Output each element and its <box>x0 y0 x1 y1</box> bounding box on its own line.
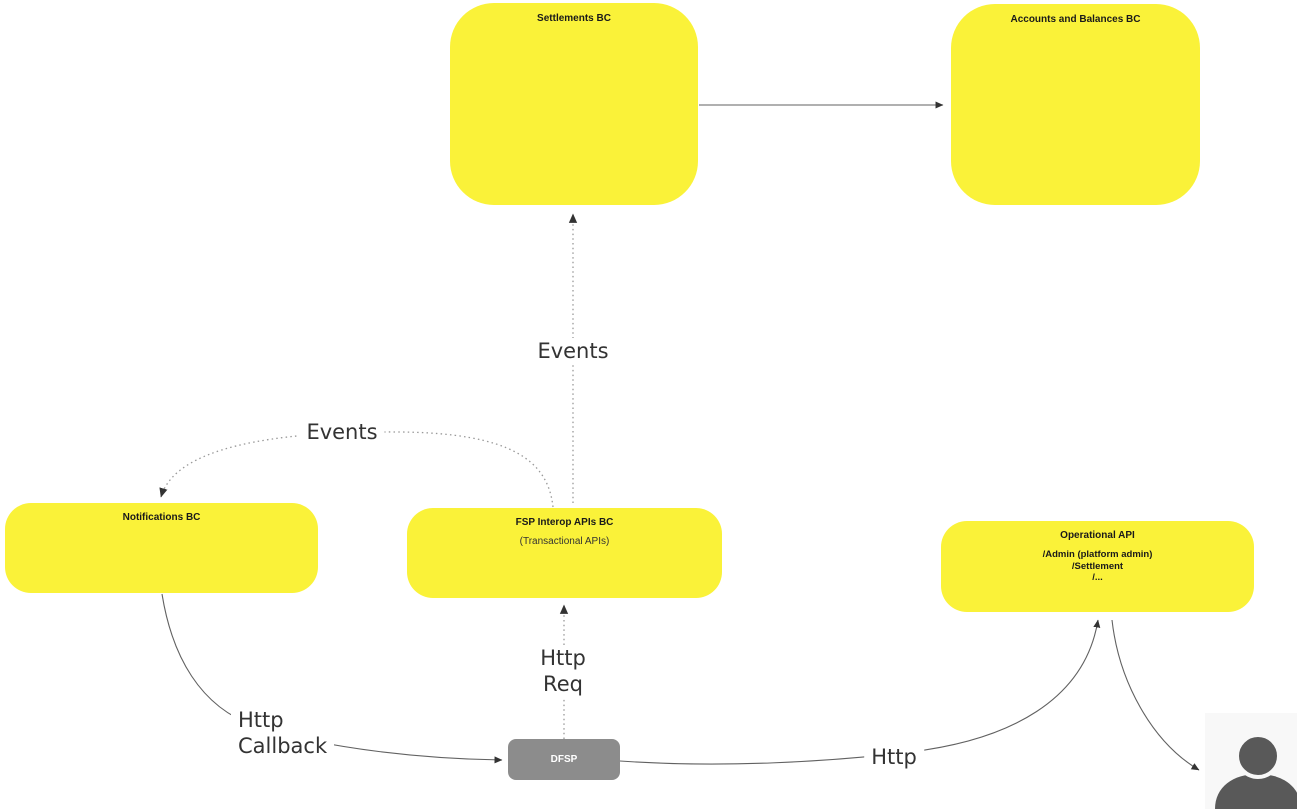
edge-label-line: Http <box>540 646 586 670</box>
api-path-line: /Settlement <box>1071 560 1124 572</box>
node-settlements-bc[interactable]: Settlements BC <box>450 3 698 205</box>
node-dfsp[interactable]: DFSP <box>508 739 620 780</box>
person-icon <box>1205 713 1297 809</box>
node-operational-api[interactable]: Operational API /Admin (platform admin) … <box>941 521 1254 612</box>
node-fsp-interop-apis-bc[interactable]: FSP Interop APIs BC (Transactional APIs) <box>407 508 722 598</box>
edge-events-fsp-to-notifications <box>159 431 554 508</box>
node-title: Notifications BC <box>122 512 201 523</box>
node-title: FSP Interop APIs BC <box>515 517 614 528</box>
operational-api-paths: /Admin (platform admin) /Settlement /... <box>941 549 1254 584</box>
edge-label-line: Req <box>543 672 583 696</box>
edge-label-http-callback: Http Callback <box>231 707 335 759</box>
node-title: Operational API <box>1060 530 1135 541</box>
node-title: Accounts and Balances BC <box>1010 14 1141 25</box>
edge-label-line: Callback <box>238 734 328 758</box>
node-user[interactable] <box>1205 713 1297 809</box>
edge-label-events-settlements: Events <box>530 338 616 364</box>
node-accounts-and-balances-bc[interactable]: Accounts and Balances BC <box>951 4 1200 205</box>
edge-label-http: Http <box>864 744 924 770</box>
api-path-line: /Admin (platform admin) <box>1042 549 1153 560</box>
edge-http-dfsp-to-operational <box>619 619 1101 765</box>
edge-operational-to-user <box>1111 619 1200 771</box>
edge-label-events-notifications: Events <box>299 419 385 445</box>
node-subtitle: (Transactional APIs) <box>519 536 610 547</box>
edge-label-http-req: Http Req <box>533 645 593 697</box>
node-notifications-bc[interactable]: Notifications BC <box>5 503 318 593</box>
node-title: Settlements BC <box>537 13 611 24</box>
edge-label-line: Http <box>238 708 284 732</box>
api-path-line: /... <box>1092 572 1103 583</box>
node-title: DFSP <box>550 754 578 765</box>
